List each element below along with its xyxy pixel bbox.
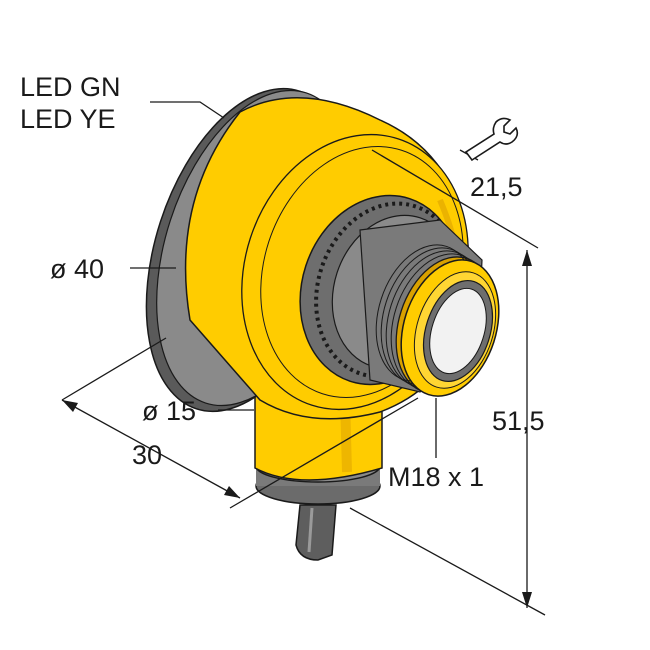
depth-label: 30 [132,440,162,470]
wrench-leader-line [371,149,539,249]
wrench-size-label: 21,5 [470,172,523,202]
height-label: 51,5 [492,406,545,436]
depth-dimension-line [61,399,241,499]
depth-extension-line-left [61,337,167,401]
depth-extension-line-right [229,397,419,509]
led-ye-label: LED YE [20,104,116,134]
led-leader-line [150,101,225,119]
threaded-barrel [375,244,500,397]
diameter-body-label: ø 40 [50,254,104,284]
dimension-arrows [62,250,532,608]
wrench-icon [464,117,519,162]
thread-label: M18 x 1 [388,462,484,492]
led-gn-label: LED GN [20,72,121,102]
cable [295,504,337,561]
height-extension-line [349,507,546,616]
diameter-neck-label: ø 15 [142,396,196,426]
dimension-lines [61,101,546,616]
